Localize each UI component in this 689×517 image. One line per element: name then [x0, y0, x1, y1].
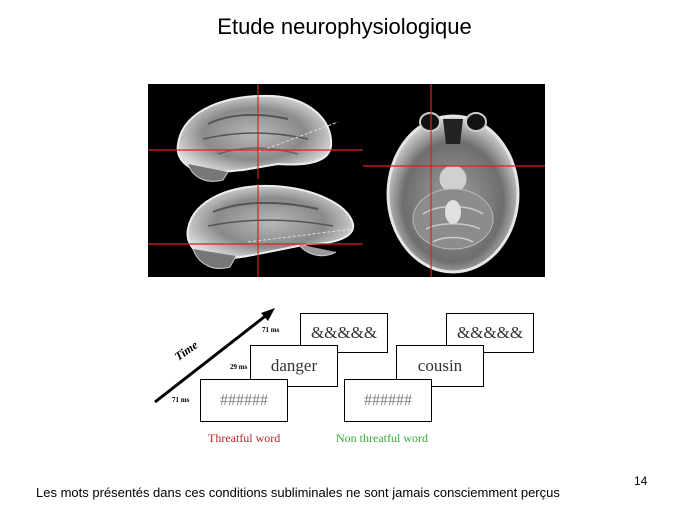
- nonthreat-mask-bottom-box: ######: [344, 379, 432, 422]
- nonthreat-word: cousin: [417, 356, 463, 375]
- mri-scan-image: [148, 84, 545, 277]
- axial-slice: [386, 112, 520, 274]
- nonthreat-mask-top: &&&&&: [456, 323, 524, 342]
- timing-word: 29 ms: [230, 363, 248, 371]
- sagittal-slice-top: [176, 94, 339, 182]
- page-number: 14: [634, 474, 648, 488]
- timing-mask-after: 71 ms: [262, 326, 280, 334]
- sagittal-slice-bottom: [186, 184, 355, 269]
- slide-title: Etude neurophysiologique: [217, 14, 472, 39]
- threat-word: danger: [270, 356, 318, 375]
- threat-mask-bottom-box: ######: [200, 379, 288, 422]
- threat-mask-bottom: ######: [220, 391, 268, 409]
- nonthreat-caption: Non threatful word: [336, 431, 428, 445]
- footer-caption: Les mots présentés dans ces conditions s…: [36, 485, 560, 500]
- nonthreat-mask-bottom: ######: [364, 391, 412, 409]
- threat-caption: Threatful word: [208, 431, 281, 445]
- crosshair-lines: [148, 84, 545, 277]
- timing-mask-before: 71 ms: [172, 396, 190, 404]
- threat-mask-top: &&&&&: [310, 323, 378, 342]
